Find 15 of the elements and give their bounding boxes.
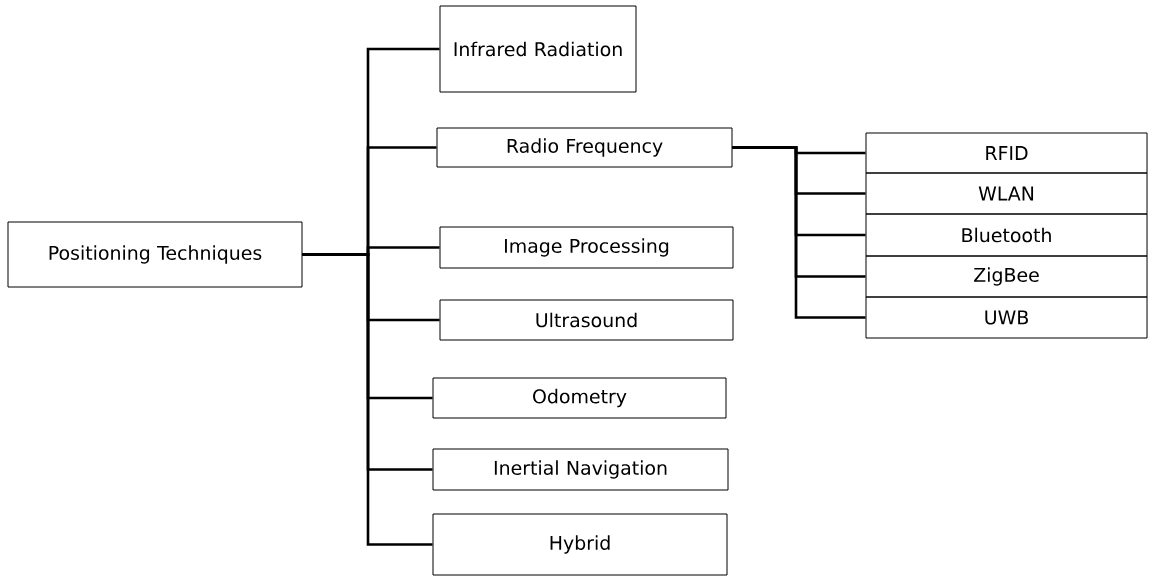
- process-box: WLAN: [865, 172, 1148, 215]
- process-box: UWB: [865, 296, 1148, 339]
- connector-line: [732, 146, 866, 319]
- connector-line: [302, 253, 433, 546]
- process-box: Bluetooth: [865, 213, 1148, 257]
- process-box: Infrared Radiation: [439, 5, 637, 93]
- process-box: Hybrid: [432, 513, 728, 576]
- process-box: Radio Frequency: [436, 127, 733, 168]
- process-box: Positioning Techniques: [7, 221, 303, 288]
- process-box: ZigBee: [865, 255, 1148, 298]
- process-box: Ultrasound: [439, 299, 734, 341]
- process-box: Odometry: [432, 377, 727, 419]
- process-box: Image Processing: [439, 226, 734, 269]
- process-box: Inertial Navigation: [432, 448, 729, 491]
- process-box: RFID: [865, 132, 1148, 174]
